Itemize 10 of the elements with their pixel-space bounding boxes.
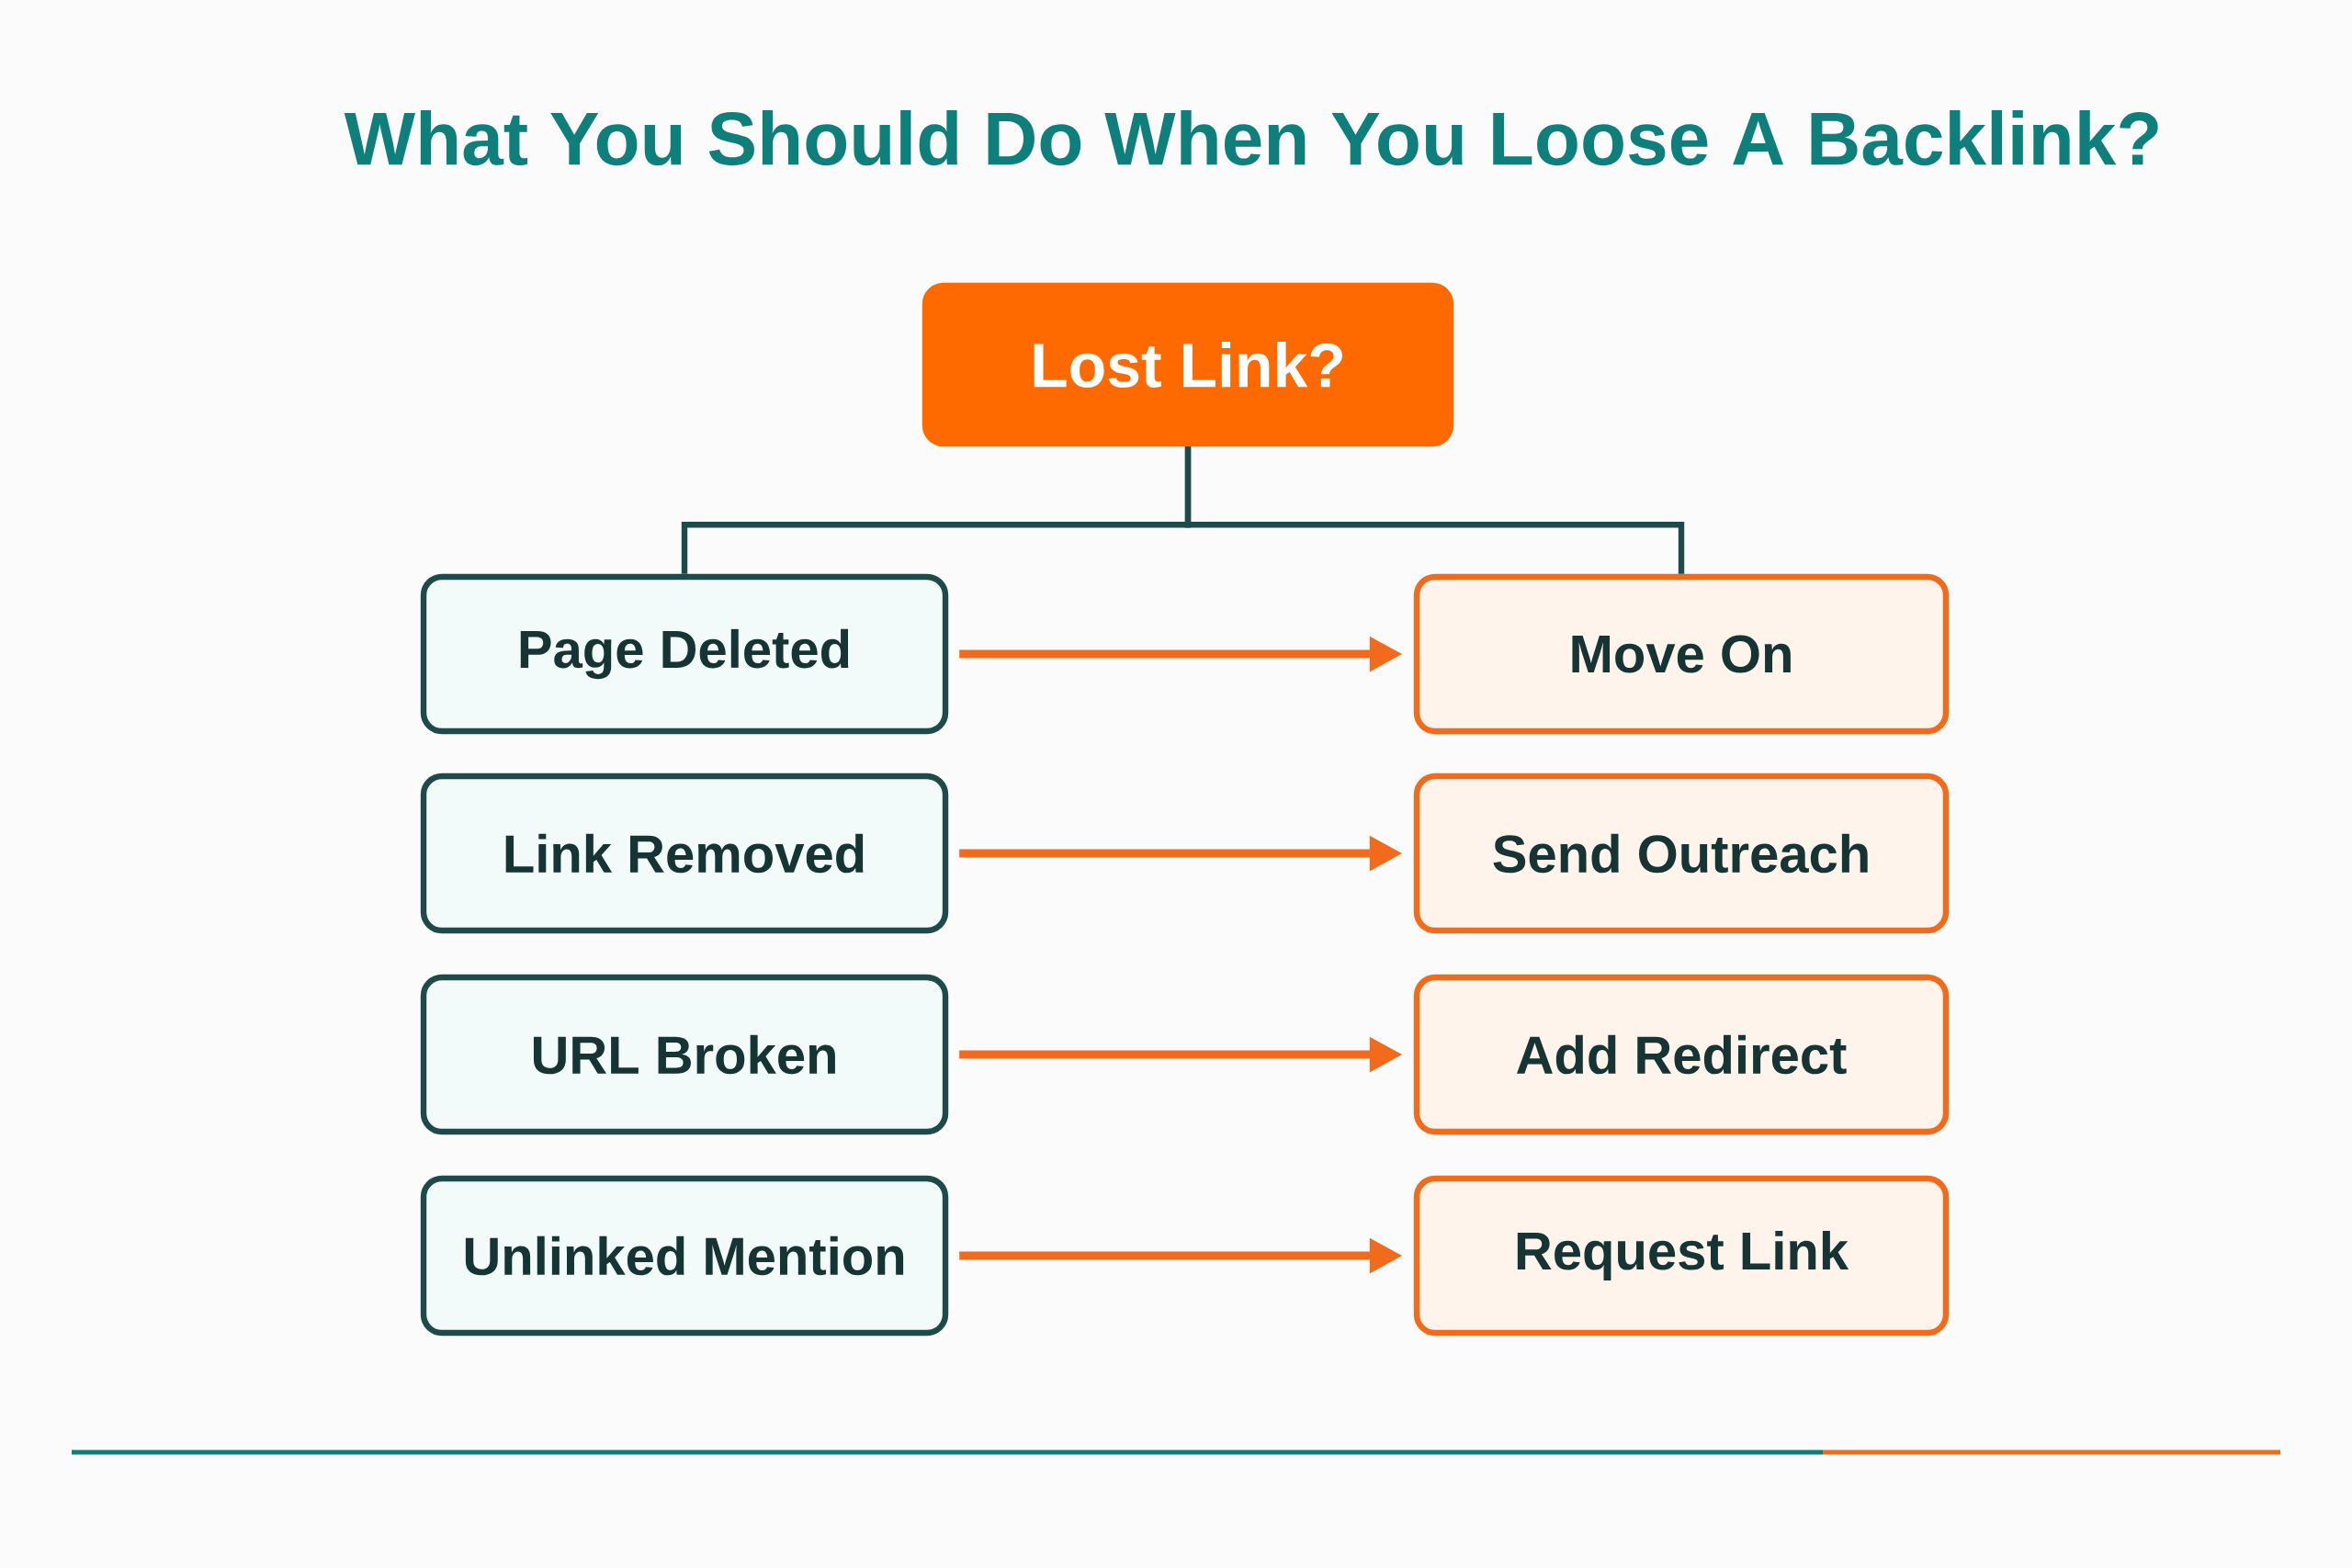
cause-box: Page Deleted — [420, 573, 949, 735]
cause-box: Unlinked Mention — [420, 1175, 949, 1337]
question-box: Lost Link? — [922, 282, 1454, 447]
action-box: Add Redirect — [1413, 974, 1950, 1135]
cause-box: URL Broken — [420, 974, 949, 1135]
action-box: Request Link — [1413, 1175, 1950, 1337]
action-box: Move On — [1413, 573, 1950, 735]
cause-box: Link Removed — [420, 773, 949, 934]
title: What You Should Do When You Loose A Backlink? — [344, 109, 2158, 166]
action-box: Send Outreach — [1413, 773, 1950, 934]
